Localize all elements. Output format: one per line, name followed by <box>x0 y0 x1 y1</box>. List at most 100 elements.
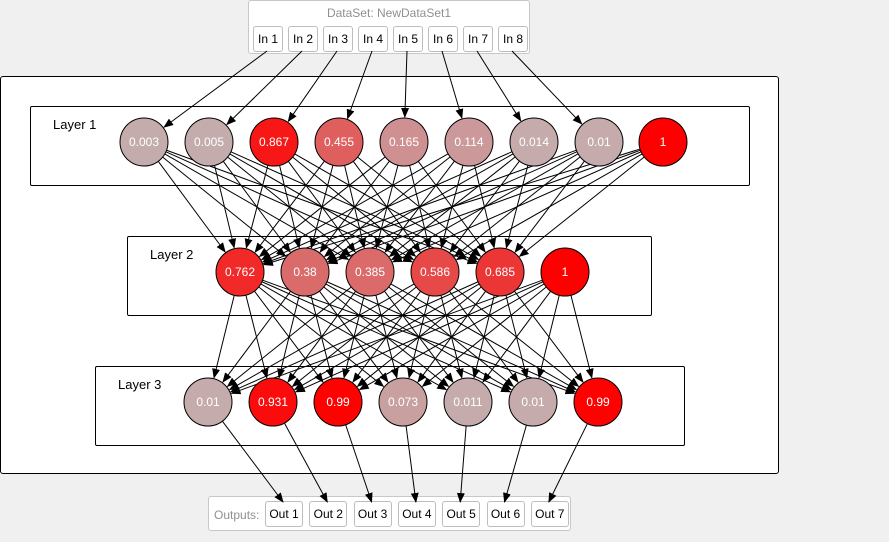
outputs-label: Outputs: <box>214 508 260 522</box>
input-button-4[interactable]: In 4 <box>358 26 388 52</box>
input-button-8[interactable]: In 8 <box>498 26 528 52</box>
layer-3-neuron[interactable]: 0.01 <box>183 377 233 427</box>
layer-1-neuron[interactable]: 0.867 <box>249 117 299 167</box>
layer-1-neuron[interactable]: 0.114 <box>444 117 494 167</box>
connection-edge <box>212 295 235 379</box>
layer-1-neuron[interactable]: 0.455 <box>314 117 364 167</box>
connection-edge <box>157 161 226 253</box>
input-button-1[interactable]: In 1 <box>253 26 283 52</box>
layer-1-neuron[interactable]: 0.01 <box>574 117 624 167</box>
layer-1-bias-node[interactable]: 1 <box>638 117 688 167</box>
connection-edge <box>229 281 479 393</box>
neuron-circle[interactable] <box>410 247 460 297</box>
layer-1-neuron[interactable]: 0.003 <box>119 117 169 167</box>
neuron-circle[interactable] <box>215 247 265 297</box>
neuron-circle[interactable] <box>314 117 364 167</box>
connection-edge <box>294 281 544 393</box>
neuron-circle[interactable] <box>475 247 525 297</box>
neuron-circle[interactable] <box>508 377 558 427</box>
output-button-6[interactable]: Out 6 <box>486 501 525 527</box>
layer-3-neuron[interactable]: 0.99 <box>573 377 623 427</box>
connection-edge <box>455 153 643 261</box>
layer-3-neuron[interactable]: 0.011 <box>443 377 493 427</box>
input-edge <box>287 50 338 123</box>
input-edge <box>476 50 522 122</box>
connection-edge <box>230 279 543 395</box>
neuron-circle[interactable] <box>313 377 363 427</box>
input-button-5[interactable]: In 5 <box>393 26 423 52</box>
layer-2-neuron[interactable]: 0.685 <box>475 247 525 297</box>
neuron-circle[interactable] <box>540 247 590 297</box>
connection-edge <box>262 148 641 266</box>
layer-3-neuron[interactable]: 0.073 <box>378 377 428 427</box>
neuron-value: 0.005 <box>194 135 224 149</box>
neuron-circle[interactable] <box>509 117 559 167</box>
output-edge <box>221 420 284 503</box>
connection-edge <box>226 286 352 387</box>
neuron-value: 0.011 <box>453 395 482 409</box>
input-button-2[interactable]: In 2 <box>288 26 318 52</box>
layer-2-bias-node[interactable]: 1 <box>540 247 590 297</box>
neuron-circle[interactable] <box>249 117 299 167</box>
neuron-circle[interactable] <box>183 377 233 427</box>
output-button-2[interactable]: Out 2 <box>309 501 348 527</box>
neuron-circle[interactable] <box>184 117 234 167</box>
neuron-value: 0.685 <box>485 265 515 279</box>
neuron-circle[interactable] <box>280 247 330 297</box>
neuron-circle[interactable] <box>574 117 624 167</box>
output-edge <box>548 423 588 503</box>
layer-1-neuron[interactable]: 0.014 <box>509 117 559 167</box>
neuron-value: 0.014 <box>519 135 549 149</box>
layer-2-neuron[interactable]: 0.38 <box>280 247 330 297</box>
neuron-circle[interactable] <box>248 377 298 427</box>
layer-1-neuron[interactable]: 0.165 <box>379 117 429 167</box>
neuron-circle[interactable] <box>119 117 169 167</box>
input-edge <box>346 50 373 120</box>
input-edge <box>401 50 410 119</box>
connection-edge <box>260 153 449 261</box>
connection-edge <box>228 283 415 391</box>
neuron-value: 0.114 <box>454 135 483 149</box>
layer-3-neuron[interactable]: 0.931 <box>248 377 298 427</box>
input-button-7[interactable]: In 7 <box>463 26 493 52</box>
input-button-6[interactable]: In 6 <box>428 26 458 52</box>
output-edge <box>284 422 328 503</box>
neuron-value: 0.455 <box>324 135 354 149</box>
layer-2-neuron[interactable]: 0.385 <box>345 247 395 297</box>
neuron-value: 0.38 <box>293 265 317 279</box>
output-button-4[interactable]: Out 4 <box>397 501 436 527</box>
connection-edge <box>482 290 552 383</box>
neuron-value: 0.99 <box>326 395 350 409</box>
neuron-value: 1 <box>562 265 569 279</box>
neuron-circle[interactable] <box>444 117 494 167</box>
layer-3-neuron[interactable]: 0.99 <box>313 377 363 427</box>
neuron-circle[interactable] <box>573 377 623 427</box>
neuron-circle[interactable] <box>443 377 493 427</box>
output-button-1[interactable]: Out 1 <box>265 501 303 527</box>
input-edge <box>511 50 583 125</box>
connection-edge <box>262 149 577 265</box>
neuron-circle[interactable] <box>379 117 429 167</box>
input-button-3[interactable]: In 3 <box>323 26 353 52</box>
output-edge <box>503 424 527 503</box>
layer-3-neuron[interactable]: 0.01 <box>508 377 558 427</box>
connection-edge <box>518 156 645 258</box>
neuron-circle[interactable] <box>638 117 688 167</box>
neuron-value: 0.003 <box>129 135 159 149</box>
neuron-value: 0.867 <box>259 135 289 149</box>
output-button-7[interactable]: Out 7 <box>530 501 569 527</box>
output-edge <box>405 425 419 503</box>
neuron-value: 0.01 <box>196 395 220 409</box>
input-edge <box>163 50 268 128</box>
neuron-circle[interactable] <box>378 377 428 427</box>
neuron-circle[interactable] <box>345 247 395 297</box>
layer-1-neuron[interactable]: 0.005 <box>184 117 234 167</box>
neuron-value: 1 <box>660 135 667 149</box>
neuron-value: 0.01 <box>521 395 545 409</box>
output-button-3[interactable]: Out 3 <box>353 501 392 527</box>
layer-2-neuron[interactable]: 0.586 <box>410 247 460 297</box>
layer-2-neuron[interactable]: 0.762 <box>215 247 265 297</box>
